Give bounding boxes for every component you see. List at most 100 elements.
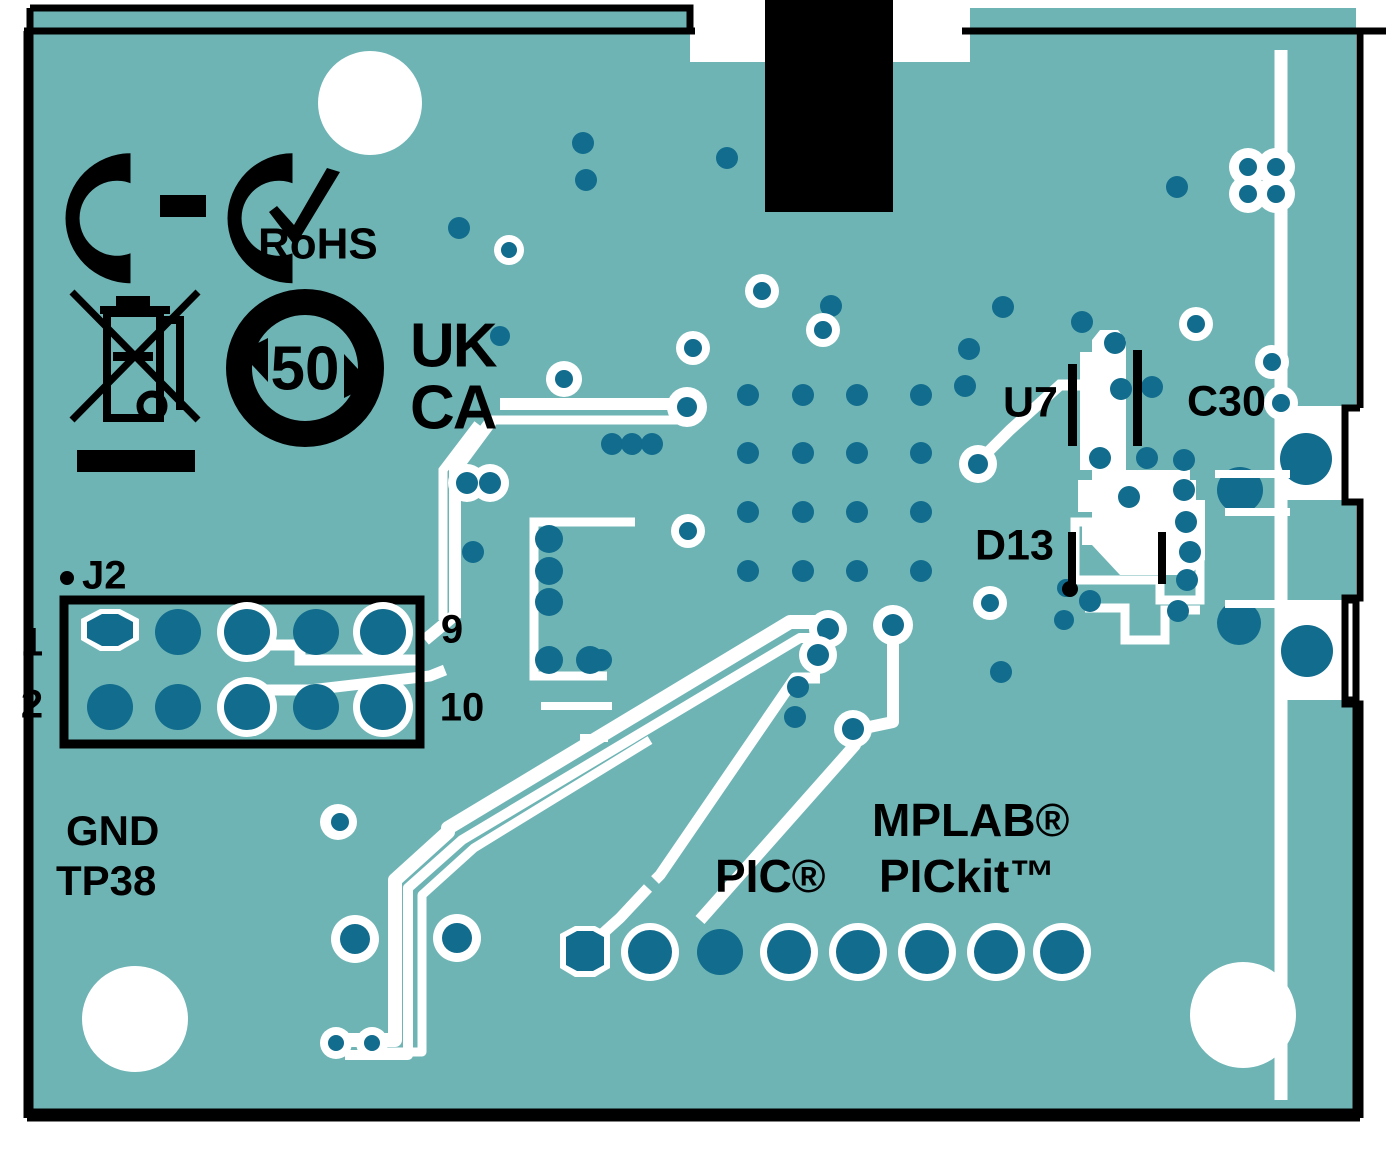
ukca-mark: UK CA — [410, 311, 500, 442]
mplab-trademark: MPLAB® — [872, 794, 1070, 846]
pad-diag-2-drill — [807, 644, 829, 666]
via-grid-r1c2 — [792, 384, 814, 406]
via-u-20 — [1118, 486, 1140, 508]
j2-pin1-marker — [60, 571, 74, 585]
board-outline — [23, 4, 1386, 1122]
via-cluster-top-right — [1229, 148, 1295, 213]
via-u-7 — [992, 296, 1014, 318]
via-ushape-2 — [535, 557, 563, 585]
bottom-pad-7 — [974, 930, 1018, 974]
connector-j2[interactable]: J2 1 2 9 10 — [21, 554, 484, 749]
via-u-6 — [820, 295, 842, 317]
via-u7-left-drill — [968, 454, 988, 474]
via-bl-2-drill — [340, 924, 370, 954]
j2-pad-1 — [87, 614, 133, 646]
via-u-27 — [1054, 610, 1074, 630]
via-u-11 — [1104, 332, 1126, 354]
via-grid-r3c2 — [792, 501, 814, 523]
j2-pad-4 — [155, 684, 201, 730]
via-grid-r2c2 — [792, 442, 814, 464]
c30-designator: C30 — [1187, 377, 1266, 425]
via-u-18 — [1173, 449, 1195, 471]
testpoint-tp38: GND TP38 — [56, 807, 159, 904]
copper-strip-right-1 — [1215, 470, 1290, 478]
via-u-13 — [1110, 378, 1132, 400]
via-u-21 — [1175, 511, 1197, 533]
pic-trademark: PIC® — [715, 850, 826, 902]
weee-bin-wheel — [136, 390, 168, 422]
via-grid-r4c4 — [910, 560, 932, 582]
weee-mark — [69, 289, 201, 472]
d13-polarity-dot — [1062, 581, 1078, 597]
ringed-via-field — [323, 235, 1298, 839]
rohs-label: RoHS — [258, 220, 378, 269]
j2-pad-10 — [360, 684, 406, 730]
via-grid-r1c4 — [910, 384, 932, 406]
board-substrate — [30, 8, 1356, 1112]
via-grid-r2c4 — [910, 442, 932, 464]
china-rohs-mark: 50 — [226, 289, 384, 447]
j2-row-top — [81, 602, 413, 662]
via-ushape-3 — [535, 588, 563, 616]
via-u-4 — [1166, 176, 1188, 198]
trace-branch-to-pads — [651, 672, 820, 884]
u7-designator: U7 — [1003, 378, 1058, 426]
via-u-5 — [448, 217, 470, 239]
via-lc-3 — [590, 649, 612, 671]
weee-bin-top-tab — [116, 296, 150, 308]
via-u-24 — [1079, 590, 1101, 612]
j2-pin-label-1: 1 — [21, 621, 43, 665]
j2-pad-6 — [224, 684, 270, 730]
via-u-14 — [1141, 376, 1163, 398]
j2-pad-8 — [293, 684, 339, 730]
u7-outline-right — [1133, 350, 1142, 446]
via-grid-r2c3 — [846, 442, 868, 464]
bottom-pad-row[interactable] — [560, 923, 1091, 981]
ringed-via-7 — [1179, 307, 1213, 341]
u7-outline-left — [1068, 364, 1077, 446]
via-u-23 — [1176, 569, 1198, 591]
mounting-hole-bottom-left — [82, 966, 188, 1072]
ringed-via-5 — [671, 514, 705, 548]
tp38-label: TP38 — [56, 857, 156, 904]
via-u-17 — [1089, 447, 1111, 469]
mounting-hole-bottom-right — [1190, 962, 1296, 1068]
bottom-pad-4 — [767, 930, 811, 974]
pad-right-large-2 — [1217, 467, 1263, 513]
via-m-4 — [601, 433, 623, 455]
pad-diag-4-drill — [842, 718, 864, 740]
j2-pad-9 — [360, 609, 406, 655]
ringed-via-6 — [973, 586, 1007, 620]
trace-bundle-3 — [362, 736, 653, 1057]
via-grid-r4c3 — [846, 560, 868, 582]
d13-outline-left — [1068, 532, 1076, 584]
via-u-16 — [1136, 447, 1158, 469]
bottom-pad-3 — [697, 929, 743, 975]
trademark-labels: PIC® MPLAB® PICkit™ — [715, 794, 1070, 902]
ringed-via-1 — [494, 235, 524, 265]
via-ushape-1 — [535, 525, 563, 553]
via-grid-r1c3 — [846, 384, 868, 406]
trace-j2-jumper-1 — [252, 639, 420, 666]
mounting-hole-top-left — [318, 51, 422, 155]
ce-mark — [65, 153, 293, 284]
epup-ring — [226, 289, 384, 447]
via-grid-r2c1 — [737, 442, 759, 464]
via-lc-1 — [787, 676, 809, 698]
via-m-5 — [621, 433, 643, 455]
bottom-pad-5 — [836, 930, 880, 974]
ringed-via-3 — [806, 313, 840, 347]
pad-diag-3-drill — [882, 614, 904, 636]
via-a2-drill — [677, 397, 697, 417]
rohs-mark: RoHS — [258, 168, 378, 269]
j2-pad-5 — [224, 609, 270, 655]
via-grid-r4c2 — [792, 560, 814, 582]
pickit-trademark: PICkit™ — [879, 850, 1055, 902]
pad-right-large-4 — [1281, 625, 1333, 677]
d13-designator: D13 — [975, 521, 1054, 569]
ce-e-bar — [160, 195, 206, 217]
epup-arrow-right — [344, 354, 372, 398]
via-grid-r3c1 — [737, 501, 759, 523]
